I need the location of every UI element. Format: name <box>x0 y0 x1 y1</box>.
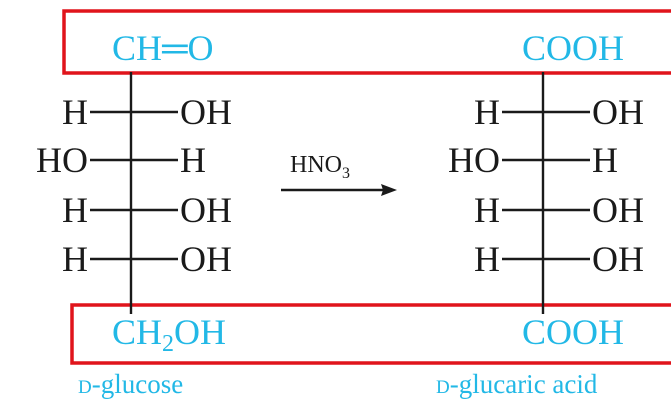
glucose-c5-left: H <box>62 239 88 279</box>
glucaric-label-rest: -glucaric acid <box>450 369 598 399</box>
glucose-structure: CH═O H OH HO H H OH H OH CH2OH D-glucose <box>36 28 232 399</box>
glucose-c3-right: H <box>180 140 206 180</box>
glucaric-c2-right: OH <box>592 92 644 132</box>
glucaric-c3-left: HO <box>448 140 500 180</box>
bottom-highlight-box <box>70 303 671 365</box>
glucose-label-prefix: D <box>78 377 92 398</box>
aldehyde-group: CH═O <box>112 28 214 68</box>
glucaric-c4-left: H <box>474 190 500 230</box>
reaction-arrow-group: HNO3 <box>281 152 397 196</box>
glucose-c4-left: H <box>62 190 88 230</box>
glucose-c5-right: OH <box>180 239 232 279</box>
glucaric-c5-left: H <box>474 239 500 279</box>
glucaric-c5-right: OH <box>592 239 644 279</box>
glucose-c2-left: H <box>62 92 88 132</box>
reaction-arrow-head <box>381 184 397 196</box>
hydroxymethyl-subscript: 2 <box>162 331 174 357</box>
glucaric-c4-right: OH <box>592 190 644 230</box>
reagent-label: HNO3 <box>290 152 350 182</box>
reagent-subscript: 3 <box>342 165 350 182</box>
glucose-label: D-glucose <box>78 369 183 399</box>
glucaric-acid-structure: COOH H OH HO H H OH H OH COOH D-glucaric… <box>436 28 644 399</box>
glucaric-acid-label: D-glucaric acid <box>436 369 598 399</box>
hydroxymethyl-ch: CH <box>112 312 162 352</box>
top-highlight-box <box>62 9 671 75</box>
glucose-c4-right: OH <box>180 190 232 230</box>
hydroxymethyl-group: CH2OH <box>112 312 226 357</box>
glucaric-c2-left: H <box>474 92 500 132</box>
glucaric-c3-right: H <box>592 140 618 180</box>
glucose-c2-right: OH <box>180 92 232 132</box>
glucaric-label-prefix: D <box>436 377 450 398</box>
glucose-c3-left: HO <box>36 140 88 180</box>
glucose-label-rest: -glucose <box>92 369 183 399</box>
bottom-carboxyl-group: COOH <box>522 312 624 352</box>
top-carboxyl-group: COOH <box>522 28 624 68</box>
hydroxymethyl-oh: OH <box>174 312 226 352</box>
reagent-main: HNO <box>290 152 342 178</box>
